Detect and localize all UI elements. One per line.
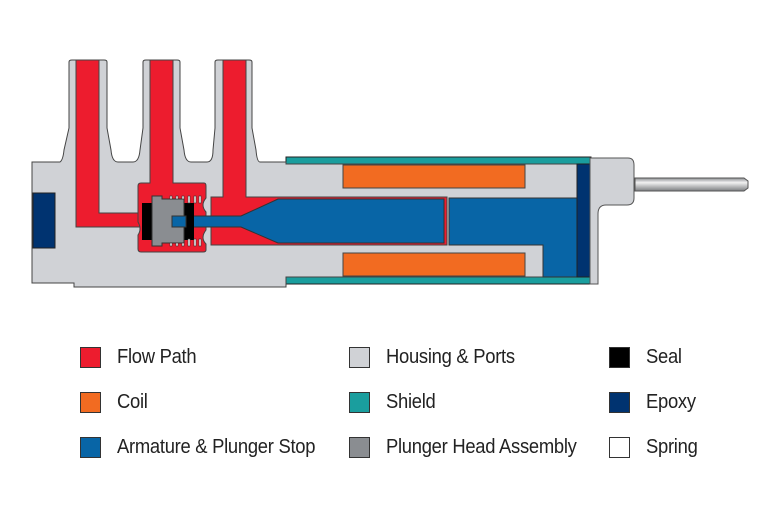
housing-swatch	[349, 346, 370, 368]
end-cap	[589, 157, 635, 285]
seal-swatch	[609, 346, 630, 368]
legend-item-spring: Spring	[609, 434, 702, 460]
epoxy-right	[576, 163, 591, 278]
legend-item-armature: Armature & Plunger Stop	[80, 434, 332, 460]
shield-top	[285, 156, 592, 165]
epoxy-swatch	[609, 391, 630, 413]
pin	[634, 177, 749, 192]
plunger-head-swatch	[349, 436, 370, 458]
armature-swatch	[80, 436, 101, 458]
epoxy-left	[32, 192, 56, 249]
legend-item-shield: Shield	[349, 389, 440, 415]
shield-bottom	[285, 276, 592, 285]
coil-bottom	[342, 252, 526, 277]
legend-label: Flow Path	[117, 345, 197, 368]
legend-label: Housing & Ports	[386, 345, 515, 368]
solenoid-valve-cross-section	[31, 59, 749, 288]
legend-label: Plunger Head Assembly	[386, 435, 577, 458]
plunger-stem	[171, 215, 187, 228]
seal-right	[184, 203, 194, 240]
spring-swatch	[609, 436, 630, 458]
legend-label: Shield	[386, 390, 436, 413]
armature	[171, 198, 445, 244]
legend-item-plunger-head: Plunger Head Assembly	[349, 434, 593, 460]
legend-item-seal: Seal	[609, 344, 685, 370]
legend-label: Armature & Plunger Stop	[117, 435, 316, 458]
legend-item-flow-path: Flow Path	[80, 344, 203, 370]
legend-item-housing: Housing & Ports	[349, 344, 526, 370]
legend-label: Seal	[646, 345, 682, 368]
legend-label: Spring	[646, 435, 698, 458]
seal-left	[142, 203, 153, 240]
coil-swatch	[80, 391, 101, 413]
legend-item-coil: Coil	[80, 389, 150, 415]
legend-label: Coil	[117, 390, 148, 413]
shield-swatch	[349, 391, 370, 413]
legend-label: Epoxy	[646, 390, 696, 413]
spring	[169, 195, 202, 247]
flow-path-swatch	[80, 346, 101, 368]
coil-top	[342, 164, 526, 189]
legend-item-epoxy: Epoxy	[609, 389, 700, 415]
